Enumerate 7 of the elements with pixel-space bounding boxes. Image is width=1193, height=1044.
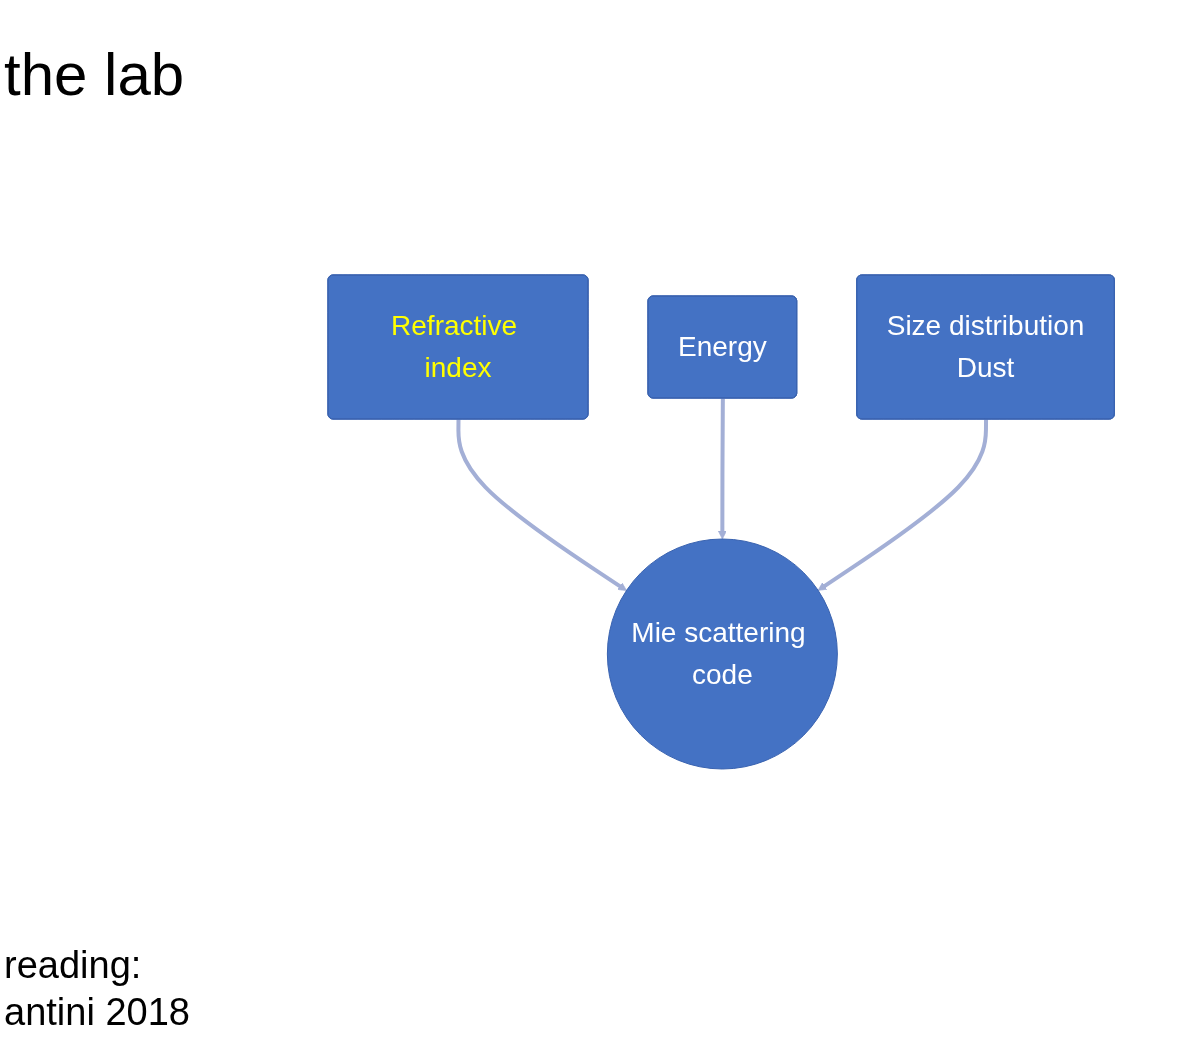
- note-text: antini 2018: [4, 991, 190, 1034]
- arrow: [456, 419, 628, 591]
- note-text: reading:: [4, 944, 143, 987]
- slide-title: the lab: [4, 40, 185, 109]
- arrow: [718, 398, 728, 540]
- arrow: [818, 419, 989, 591]
- node-circle: Mie scattering code: [607, 538, 839, 770]
